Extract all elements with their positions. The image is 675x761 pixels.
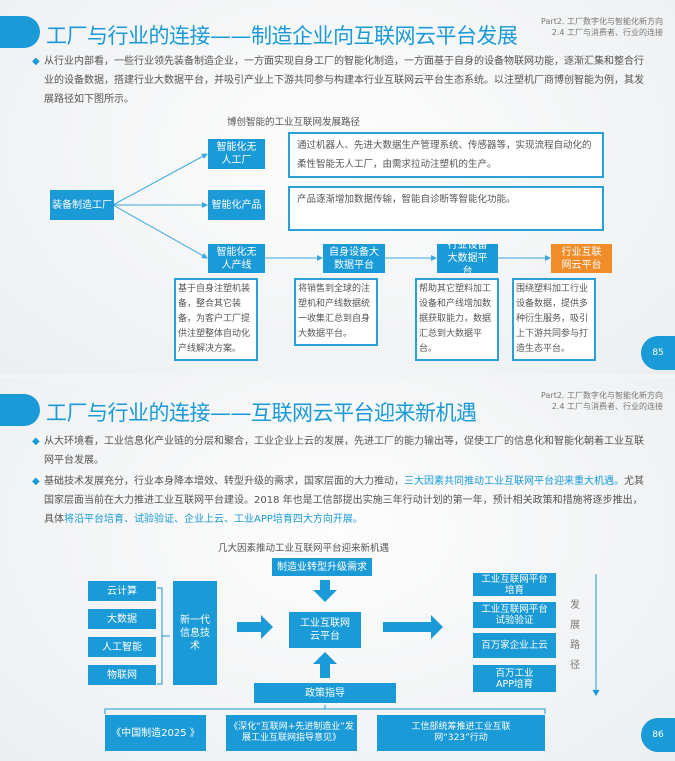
branch-smart-product: 智能化产品 <box>208 190 265 220</box>
tech-iot: 物联网 <box>88 665 156 685</box>
connector-arrows <box>112 153 551 261</box>
highlight-text: 将沿平台培育、试验验证、企业上云、工业APP培育四大方向开展。 <box>64 514 363 525</box>
chain-desc-1: 基于自身注塑机装备，整合其它装备，为客户工厂提供注塑整体自动化产线解决方案。 <box>174 278 258 361</box>
path-enterprise-cloud: 百万家企业上云 <box>473 633 556 658</box>
chain-desc-4: 围绕塑料加工行业设备数据，提供多种衍生服务，吸引上下游共同参与打造生态平台。 <box>512 278 596 361</box>
diamond-bullet-icon: ◆ <box>32 476 40 487</box>
header-part: Part2. 工厂数字化与智能化新方向 <box>541 391 663 400</box>
page-number: 86 <box>641 718 675 752</box>
bullet-text: 从大环境看，工业信息化产业链的分层和聚合，工业企业上云的发展，先进工厂的能力输出… <box>44 436 644 466</box>
header-section: 2.4 工厂与消费者、行业的连接 <box>551 28 663 37</box>
tech-ai: 人工智能 <box>88 637 156 657</box>
header-section: 2.4 工厂与消费者、行业的连接 <box>551 402 663 411</box>
header-part: Part2. 工厂数字化与智能化新方向 <box>541 17 663 26</box>
section-header: Part2. 工厂数字化与智能化新方向 2.4 工厂与消费者、行业的连接 <box>541 390 663 412</box>
path-platform-cultivation: 工业互联网平台培育 <box>473 573 556 596</box>
diagram-connectors <box>104 574 600 714</box>
bullet-paragraph-2: ◆ 基础技术发展充分，行业本身降本增效、转型升级的需求，国家层面的大力推动，三大因… <box>32 472 644 529</box>
slide-title: 工厂与行业的连接——制造企业向互联网云平台发展 <box>46 24 518 48</box>
path-label: 发展路径 <box>570 600 580 671</box>
page-number: 85 <box>641 336 675 370</box>
bullet-paragraph: ◆ 从行业内部看，一些行业领先装备制造企业，一方面实现自身工厂的智能化制造，一方面… <box>32 52 644 109</box>
tech-cloud-computing: 云计算 <box>88 581 156 601</box>
highlight-text: 三大因素共同推动工业互联网平台迎来重大机遇。 <box>404 476 624 487</box>
path-industrial-app: 百万工业APP培育 <box>473 665 556 692</box>
bullet-text: 基础技术发展充分，行业本身降本增效、转型升级的需求，国家层面的大力推动， <box>44 476 404 487</box>
chain-step-1: 智能化无人产线 <box>208 244 265 273</box>
diamond-bullet-icon: ◆ <box>32 436 40 447</box>
policy-internet-plus: 《深化“互联网+先进制造业”发展工业互联网指导意见》 <box>226 715 357 751</box>
policy-323-action: 工信部统筹推进工业互联网“323”行动 <box>377 715 545 751</box>
chain-step-2: 自身设备大数据平台 <box>323 244 385 273</box>
chain-desc-2: 将销售到全球的注塑机和产线数据统一收集汇总到自身大数据平台。 <box>294 278 378 346</box>
title-pill <box>0 16 40 48</box>
chain-step-4: 行业互联网云平台 <box>551 244 612 273</box>
slide-86: 工厂与行业的连接——互联网云平台迎来新机遇 Part2. 工厂数字化与智能化新方… <box>0 378 675 761</box>
root-box: 装备制造工厂 <box>50 190 114 220</box>
center-platform-box: 工业互联网云平台 <box>289 612 361 648</box>
demand-box: 制造业转型升级需求 <box>272 558 372 576</box>
policy-made-in-china: 《中国制造2025 》 <box>105 715 206 751</box>
bullet-text: 从行业内部看，一些行业领先装备制造企业，一方面实现自身工厂的智能化制造，一方面基… <box>44 56 644 105</box>
section-header: Part2. 工厂数字化与智能化新方向 2.4 工厂与消费者、行业的连接 <box>541 16 663 38</box>
branch-unmanned-factory-desc: 通过机器人、先进大数据生产管理系统、传感器等，实现流程自动化的柔性智能无人工厂，… <box>288 132 604 178</box>
chain-step-3: 行业设备大数据平台 <box>437 240 498 277</box>
bullet-text: 尤其国家层面当前在大力推进工业互联网平台建设。2018 年也是工信部提出实施三年… <box>44 476 644 525</box>
diagram-caption: 博创智能的工业互联网发展路径 <box>227 117 361 128</box>
path-platform-testing: 工业互联网平台试验验证 <box>473 602 556 628</box>
policy-box: 政策指导 <box>254 683 396 703</box>
slide-85: 工厂与行业的连接——制造企业向互联网云平台发展 Part2. 工厂数字化与智能化… <box>0 0 675 374</box>
diamond-bullet-icon: ◆ <box>32 56 40 67</box>
branch-smart-product-desc: 产品逐渐增加数据传输，智能自诊断等智能化功能。 <box>288 186 604 231</box>
slide-title: 工厂与行业的连接——互联网云平台迎来新机遇 <box>46 401 477 425</box>
title-pill <box>0 394 40 426</box>
chain-desc-3: 帮助其它塑料加工设备和产线增加数据获取能力，数据汇总到大数据平台。 <box>415 278 499 361</box>
branch-unmanned-factory: 智能化无人工厂 <box>208 139 265 169</box>
new-it-box: 新一代信息技术 <box>173 581 217 685</box>
diagram-caption: 几大因素推动工业互联网平台迎来新机遇 <box>218 543 390 554</box>
tech-big-data: 大数据 <box>88 609 156 629</box>
bullet-paragraph-1: ◆ 从大环境看，工业信息化产业链的分层和聚合，工业企业上云的发展，先进工厂的能力输… <box>32 432 644 470</box>
